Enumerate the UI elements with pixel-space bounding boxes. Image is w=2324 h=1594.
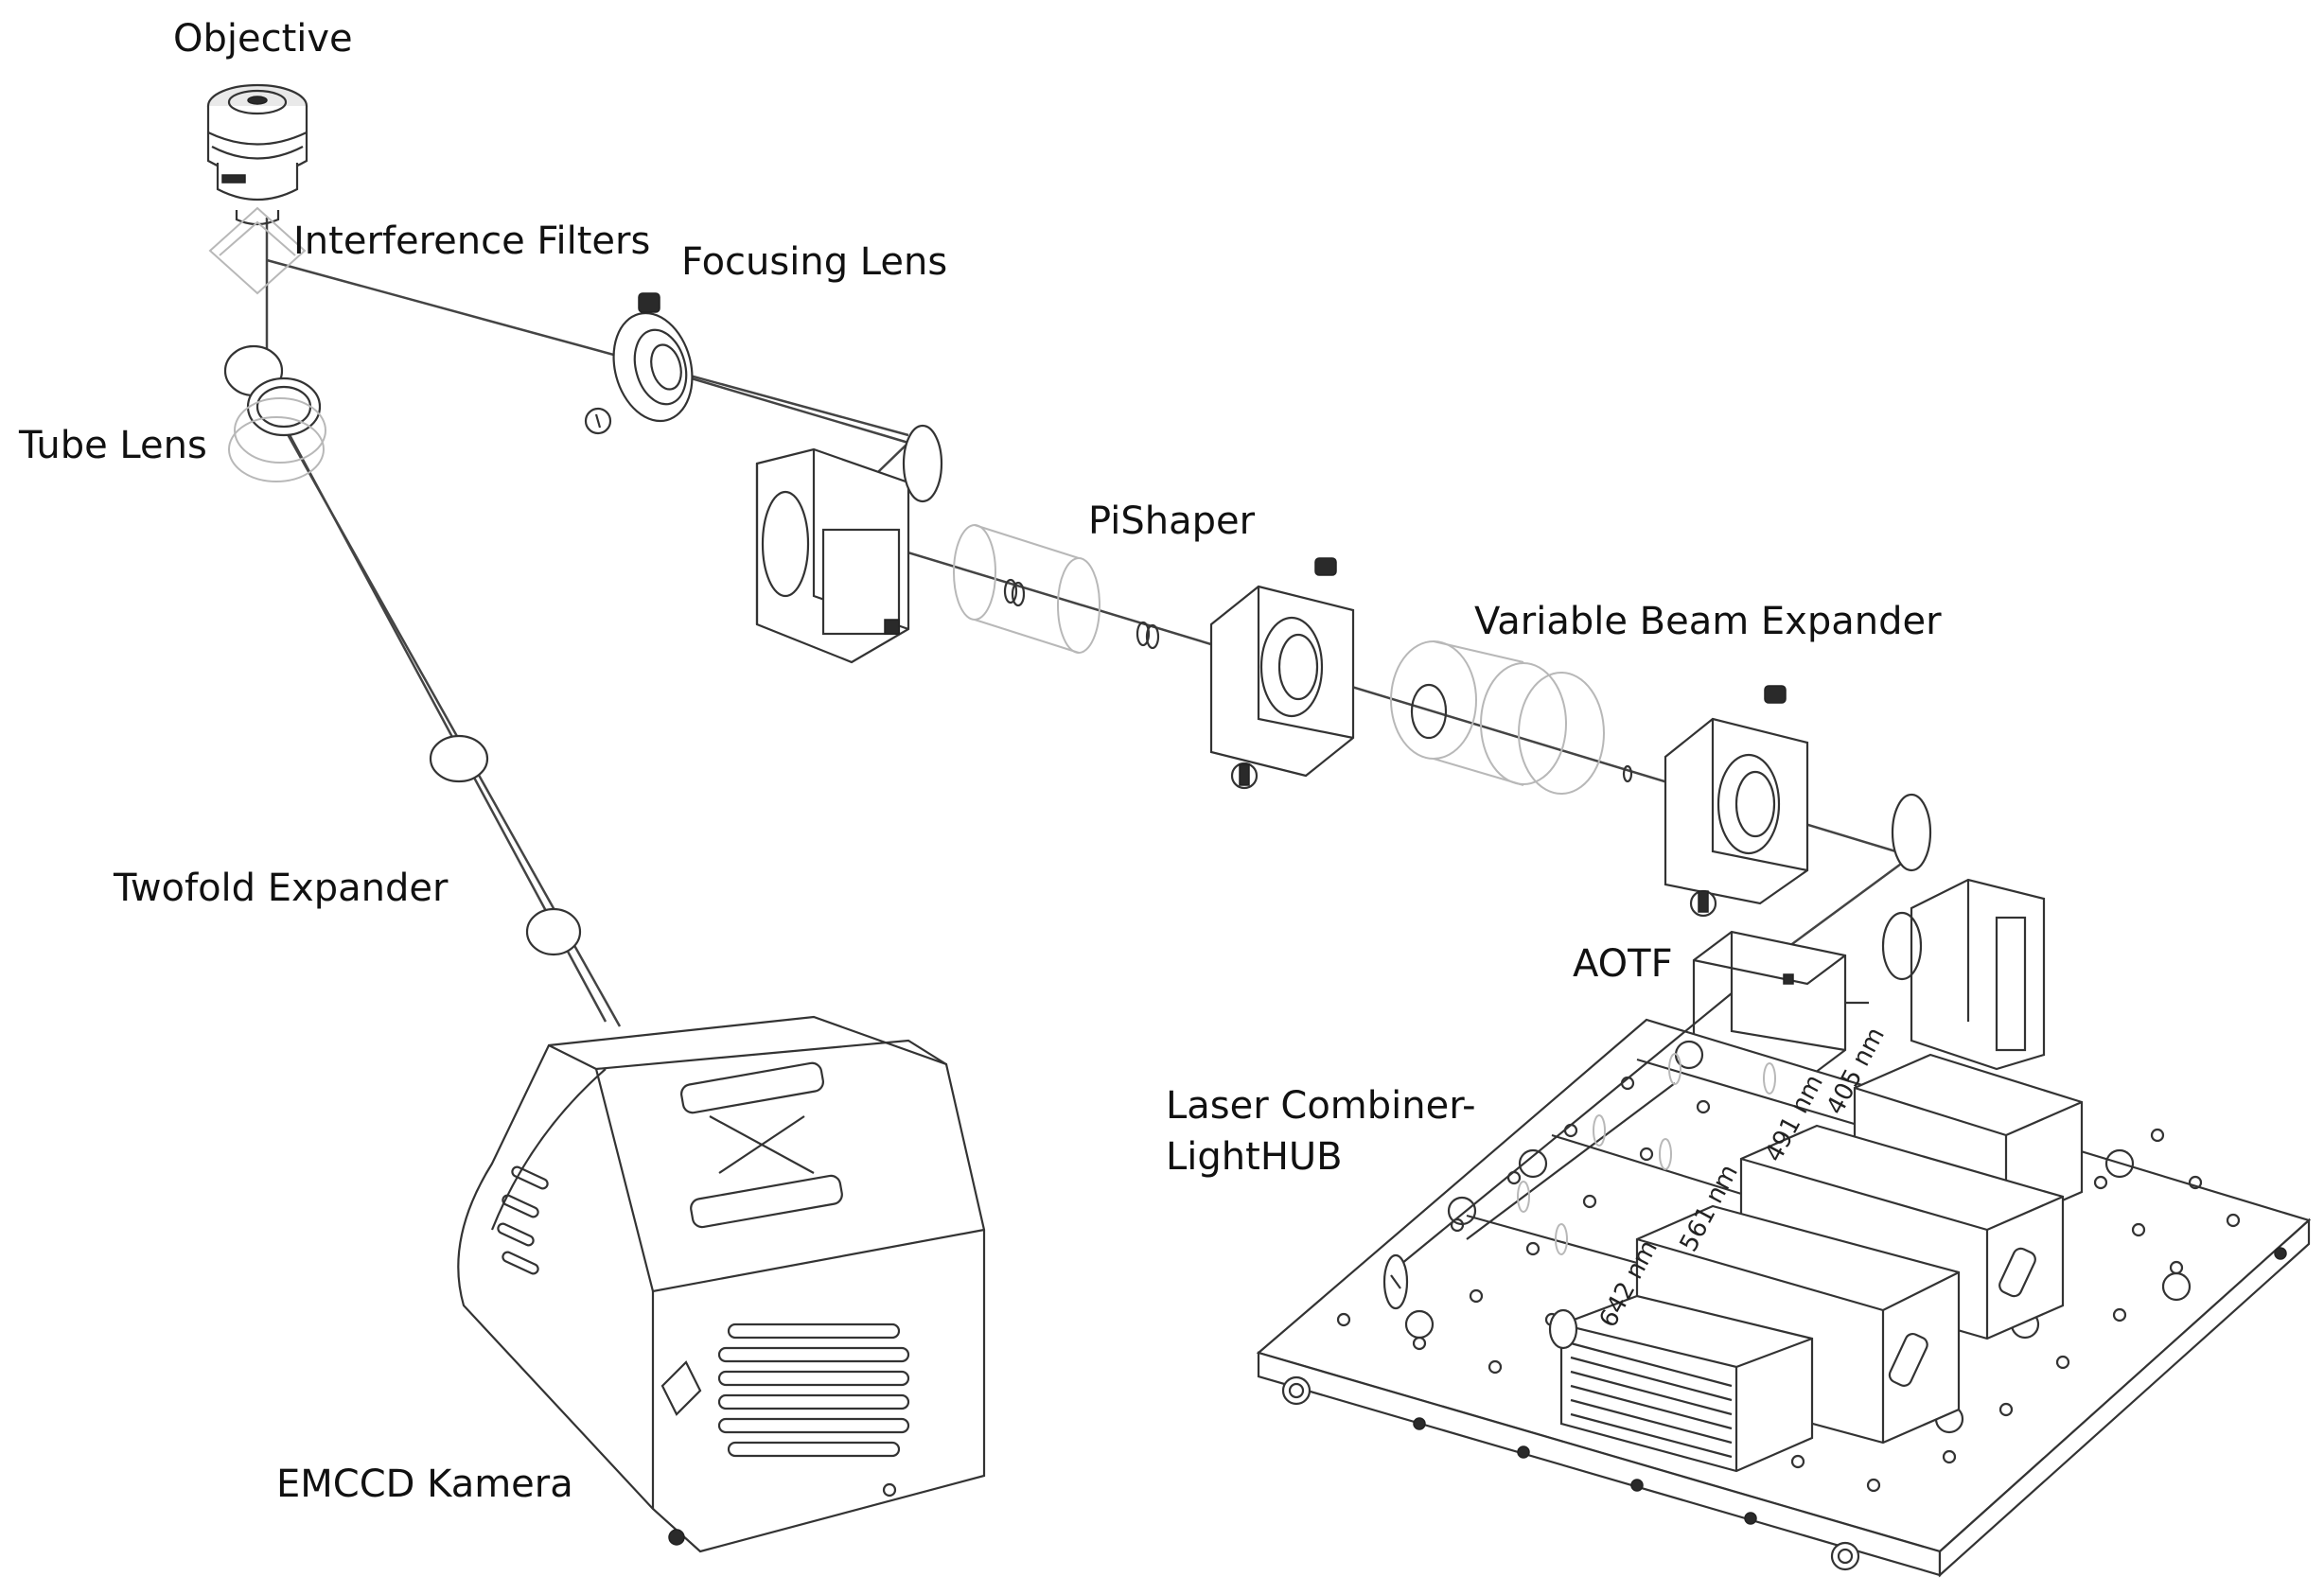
mirror-block-1 [755, 424, 943, 664]
label-interference-filters: Interference Filters [293, 219, 650, 263]
label-laser-combiner-line2: LightHUB [1166, 1135, 1343, 1179]
label-objective: Objective [173, 17, 353, 61]
focusing-lens-mount [584, 292, 694, 435]
mirror-block-2 [1881, 793, 2046, 1071]
label-emccd-camera: EMCCD Kamera [276, 1463, 573, 1506]
camera-top-vents [680, 1061, 843, 1229]
variable-beam-expander [1390, 640, 1633, 795]
twofold-expander [429, 734, 582, 956]
label-pishaper: PiShaper [1088, 499, 1256, 543]
heatsink-fins [1570, 1341, 1733, 1459]
label-aotf: AOTF [1573, 942, 1673, 986]
interference-filter-cube [208, 206, 307, 295]
emccd-camera [457, 1015, 986, 1553]
label-variable-beam-expander: Variable Beam Expander [1474, 600, 1942, 643]
beam-to-focusing-lens [266, 258, 909, 437]
laser-module-642 [1548, 1294, 1814, 1473]
label-focusing-lens: Focusing Lens [681, 240, 947, 284]
kinematic-mount-2 [1664, 685, 1809, 918]
camera-side-vents [497, 1165, 549, 1275]
label-tube-lens: Tube Lens [18, 424, 207, 467]
camera-front-vents [717, 1322, 910, 1458]
component-labels: Objective Interference Filters Focusing … [18, 17, 1942, 1506]
tube-lens [223, 344, 326, 482]
combiner-beam-lines [1382, 992, 1893, 1310]
pishaper [953, 524, 1160, 654]
objective [206, 83, 308, 226]
kinematic-mount-1 [1209, 557, 1355, 790]
label-twofold-expander: Twofold Expander [113, 867, 449, 910]
label-laser-combiner-line1: Laser Combiner- [1166, 1084, 1476, 1128]
